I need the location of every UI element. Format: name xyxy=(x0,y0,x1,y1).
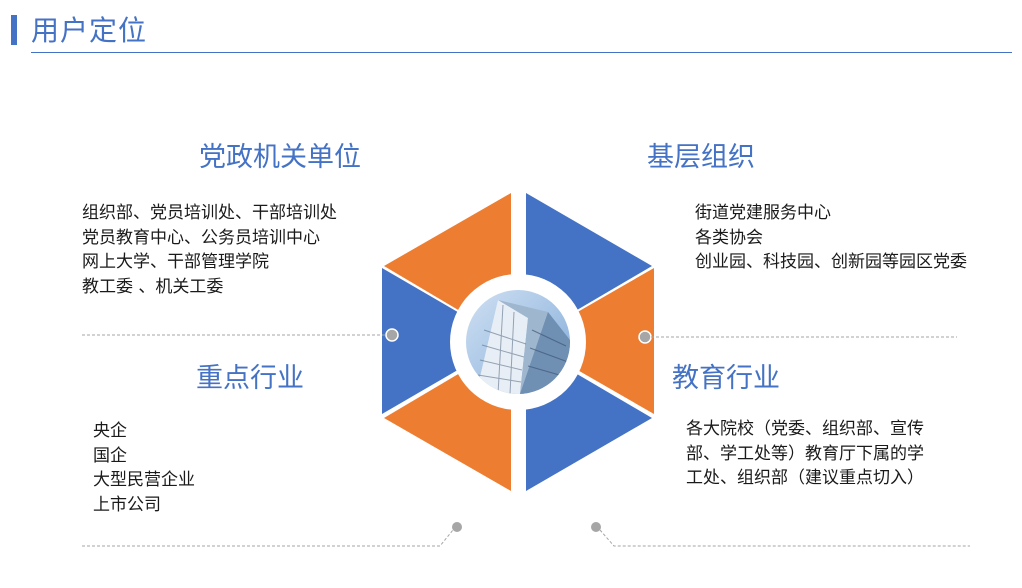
connector-dot-bottom-right xyxy=(591,522,601,532)
list-item: 上市公司 xyxy=(93,494,161,515)
list-item: 大型民营企业 xyxy=(93,470,195,490)
education-heading: 教育行业 xyxy=(672,363,780,394)
connector-line-bottom-right xyxy=(599,529,970,547)
list-item: 各大院校（党委、组织部、宣传 xyxy=(686,419,924,439)
connector-dot-bottom-left xyxy=(452,522,462,532)
list-item: 部、学工处等）教育厅下属的学 xyxy=(686,443,924,464)
connector-line-bottom-left xyxy=(82,529,454,547)
building-photo-icon xyxy=(466,290,570,394)
list-item: 组织部、党员培训处、干部培训处 xyxy=(82,203,337,223)
connector-dot-right xyxy=(638,330,652,344)
party-list: 组织部、党员培训处、干部培训处 党员教育中心、公务员培训中心 网上大学、干部管理… xyxy=(82,201,337,299)
segment-right xyxy=(548,268,654,414)
list-item: 国企 xyxy=(93,445,127,466)
list-item: 央企 xyxy=(93,421,127,441)
grassroots-list: 街道党建服务中心 各类协会 创业园、科技园、创新园等园区党委 xyxy=(695,201,967,275)
segment-left xyxy=(382,268,487,414)
list-item: 创业园、科技园、创新园等园区党委 xyxy=(695,252,967,272)
list-item: 网上大学、干部管理学院 xyxy=(82,252,269,272)
education-list: 各大院校（党委、组织部、宣传 部、学工处等）教育厅下属的学 工处、组织部（建议重… xyxy=(686,417,924,491)
list-item: 街道党建服务中心 xyxy=(695,203,831,223)
list-item: 教工委 、机关工委 xyxy=(82,276,224,297)
list-item: 党员教育中心、公务员培训中心 xyxy=(82,227,320,248)
title-divider xyxy=(31,52,1012,53)
connector-dot-left xyxy=(385,328,399,342)
list-item: 工处、组织部（建议重点切入） xyxy=(686,468,924,488)
title-accent-bar xyxy=(11,15,17,45)
list-item: 各类协会 xyxy=(695,227,763,248)
industry-heading: 重点行业 xyxy=(196,363,304,394)
page-title: 用户定位 xyxy=(31,14,148,47)
grassroots-heading: 基层组织 xyxy=(647,142,755,173)
party-heading: 党政机关单位 xyxy=(199,142,361,173)
industry-list: 央企 国企 大型民营企业 上市公司 xyxy=(93,419,195,517)
